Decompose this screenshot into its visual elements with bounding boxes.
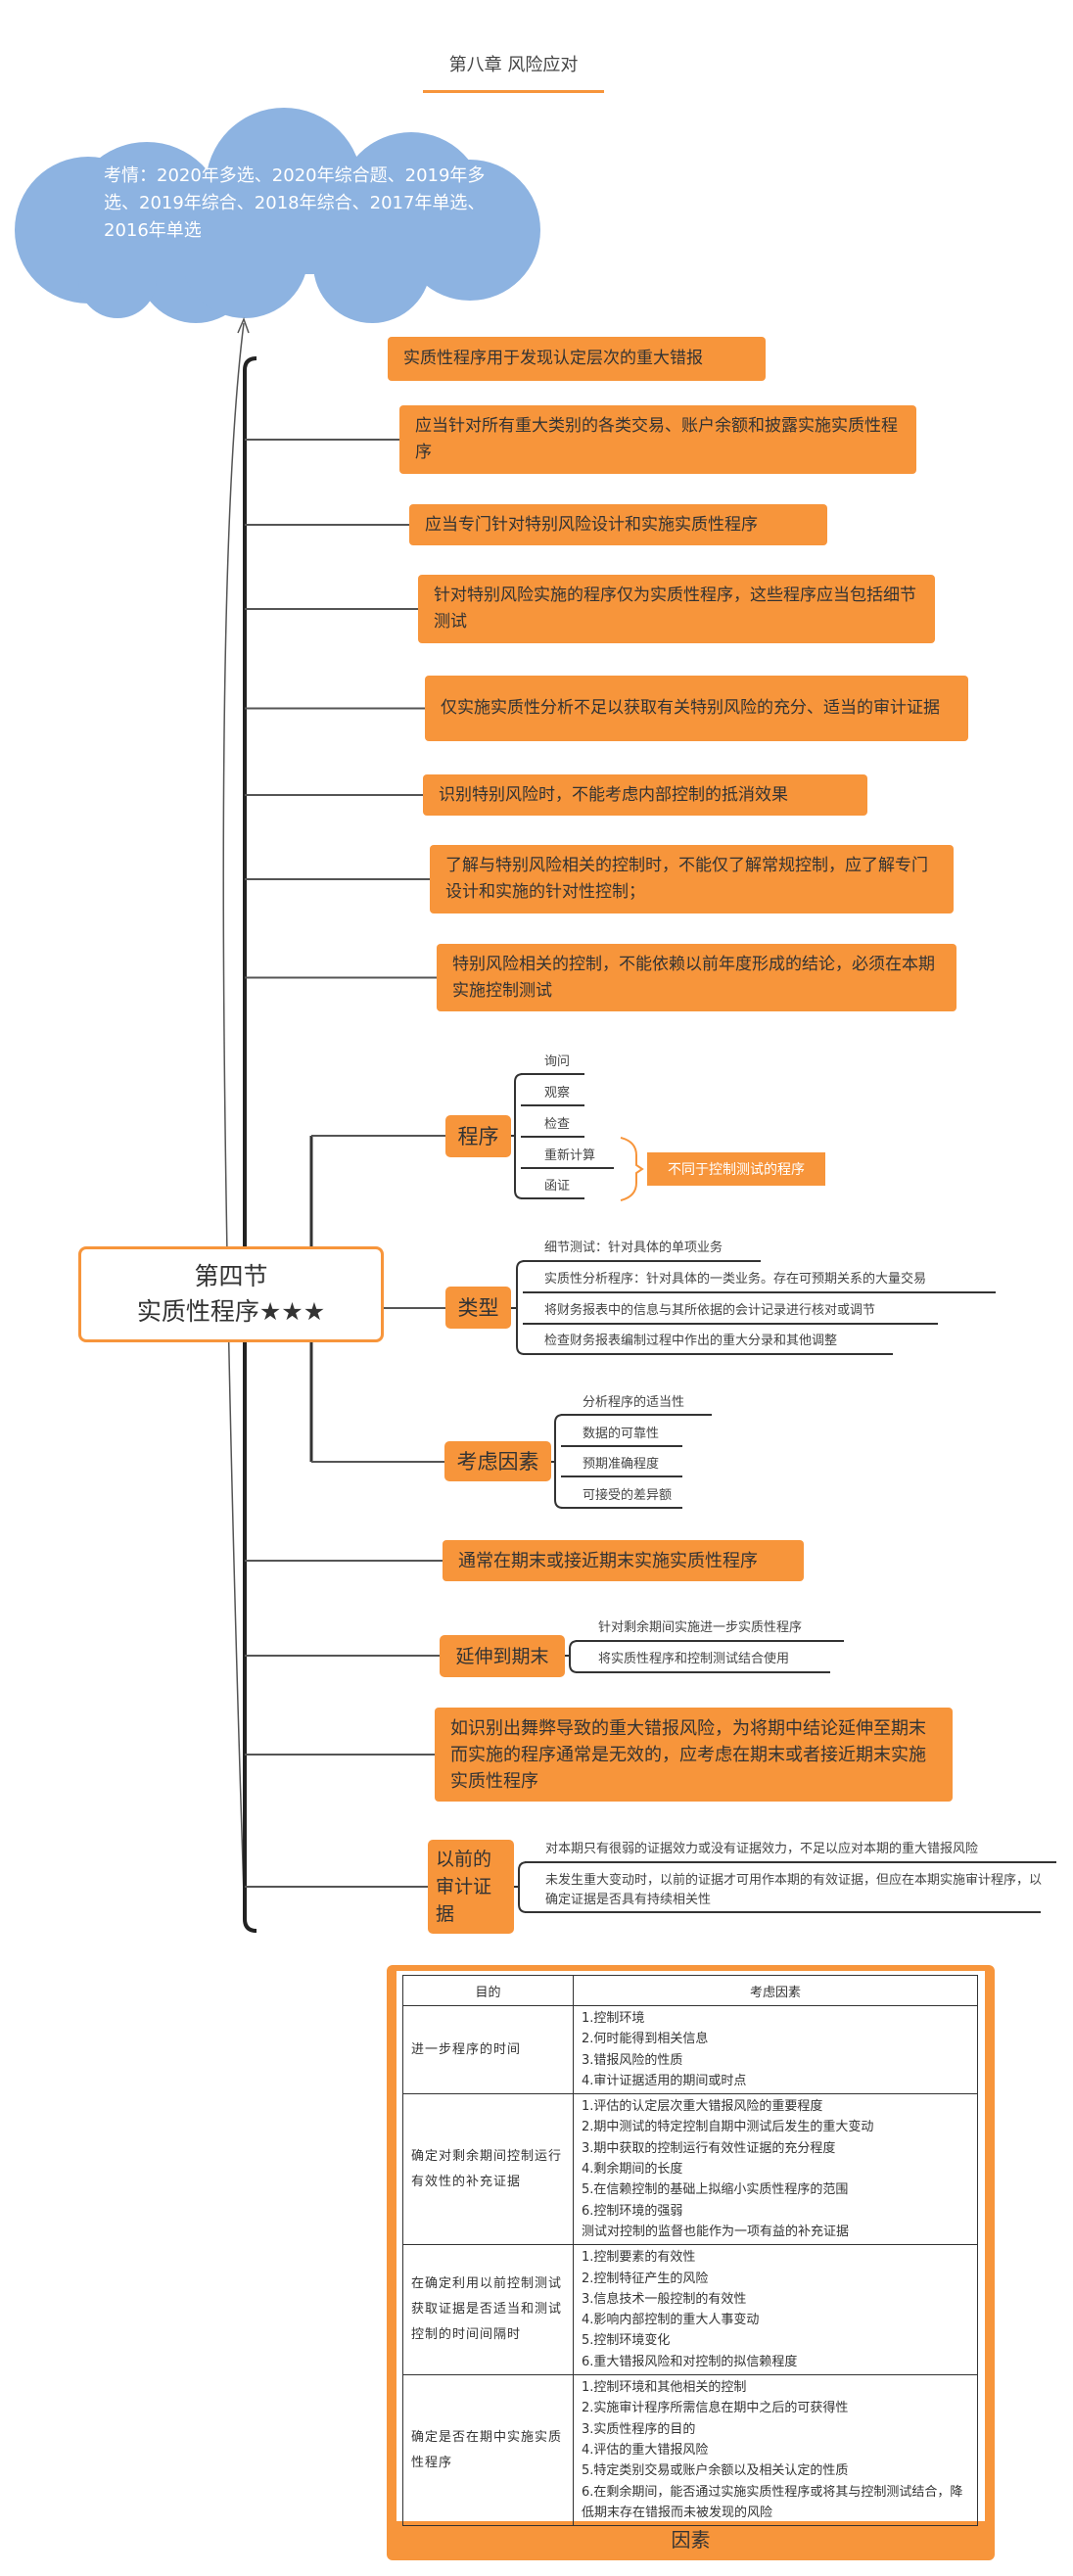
- central-topic-section: 第四节: [194, 1262, 268, 1290]
- branch-node[interactable]: 仅实施实质性分析不足以获取有关特别风险的充分、适当的审计证据: [425, 676, 968, 741]
- factors-cell: 1.控制环境 2.何时能得到相关信息 3.错报风险的性质 4.审计证据适用的期间或时点: [573, 2004, 978, 2095]
- factor-item: 2.期中测试的特定控制自期中测试后发生的重大变动: [582, 2120, 874, 2135]
- table-row: 确定对剩余期间控制运行有效性的补充证据 1.评估的认定层次重大错报风险的重要程度 2…: [402, 2093, 978, 2246]
- factor-item: 5.控制环境变化: [582, 2333, 671, 2349]
- factor-item: 4.评估的重大错报风险: [582, 2442, 709, 2458]
- branch-node[interactable]: 特别风险相关的控制，不能依赖以前年度形成的结论，必须在本期实施控制测试: [437, 944, 956, 1011]
- factors-cell: 1.控制要素的有效性 2.控制特征产生的风险 3.信息技术一般控制的有效性 4.影响内…: [573, 2244, 978, 2376]
- procedures-child[interactable]: 观察: [544, 1086, 571, 1101]
- factor-item: 1.控制环境和其他相关的控制: [582, 2380, 747, 2396]
- purpose-cell: 进一步程序的时间: [402, 2004, 574, 2095]
- factor-item: 4.影响内部控制的重大人事变动: [582, 2313, 760, 2328]
- factor-item: 3.实质性程序的目的: [582, 2421, 696, 2437]
- fraud-node[interactable]: 如识别出舞弊导致的重大错报风险，为将期中结论延伸至期末而实施的程序通常是无效的，…: [435, 1708, 953, 1802]
- branch-node[interactable]: 了解与特别风险相关的控制时，不能仅了解常规控制，应了解专门设计和实施的针对性控制…: [430, 845, 954, 913]
- branch-node[interactable]: 针对特别风险实施的程序仅为实质性程序，这些程序应当包括细节测试: [418, 575, 935, 643]
- factor-item: 6.重大错报风险和对控制的拟信赖程度: [582, 2354, 798, 2369]
- prior-child[interactable]: 未发生重大变动时，以前的证据才可用作本期的有效证据，但应在本期实施审计程序，以确…: [545, 1873, 1043, 1907]
- exam-info-cloud: 考情：2020年多选、2020年综合题、2019年多选、2019年综合、2018…: [104, 165, 486, 241]
- bracket: [551, 1414, 564, 1509]
- bracket: [511, 1260, 526, 1355]
- table-row: 进一步程序的时间 1.控制环境 2.何时能得到相关信息 3.错报风险的性质 4.审计证据…: [402, 2004, 978, 2095]
- branch-node[interactable]: 应当专门针对特别风险设计和实施实质性程序: [409, 504, 827, 545]
- purpose-cell: 确定对剩余期间控制运行有效性的补充证据: [402, 2093, 574, 2246]
- branch-node[interactable]: 实质性程序用于发现认定层次的重大错报: [388, 337, 766, 381]
- bracket: [565, 1640, 579, 1673]
- considerations-child[interactable]: 预期准确程度: [583, 1457, 660, 1472]
- branch-node[interactable]: 应当针对所有重大类别的各类交易、账户余额和披露实施实质性程序: [399, 405, 916, 474]
- procedures-child[interactable]: 函证: [544, 1179, 571, 1194]
- prior-child[interactable]: 对本期只有很弱的证据效力或没有证据效力，不足以应对本期的重大错报风险: [545, 1842, 979, 1856]
- table-caption: 因素: [671, 2528, 711, 2552]
- factor-item: 2.控制特征产生的风险: [582, 2271, 709, 2286]
- factor-item: 2.何时能得到相关信息: [582, 2032, 709, 2047]
- factor-item: 3.信息技术一般控制的有效性: [582, 2291, 747, 2307]
- considerations-node[interactable]: 考虑因素: [444, 1441, 551, 1481]
- purpose-cell: 确定是否在期中实施实质性程序: [402, 2374, 574, 2527]
- types-child[interactable]: 实质性分析程序：针对具体的一类业务。存在可预期关系的大量交易: [544, 1272, 927, 1287]
- factor-item: 3.错报风险的性质: [582, 2052, 683, 2068]
- central-topic-title: 实质性程序★★★: [136, 1297, 326, 1326]
- procedures-node[interactable]: 程序: [445, 1115, 511, 1157]
- procedures-child[interactable]: 询问: [544, 1054, 571, 1069]
- factor-item: 1.评估的认定层次重大错报风险的重要程度: [582, 2099, 823, 2115]
- considerations-child[interactable]: 可接受的差异额: [583, 1488, 673, 1503]
- chapter-title: 第八章 风险应对: [448, 55, 579, 75]
- branch-node[interactable]: 识别特别风险时，不能考虑内部控制的抵消效果: [423, 774, 867, 816]
- factor-item: 5.特定类别交易或账户余额以及相关认定的性质: [582, 2463, 849, 2479]
- factor-item: 1.控制要素的有效性: [582, 2250, 696, 2266]
- table-header-factors: 考虑因素: [573, 1975, 978, 2006]
- factor-item: 5.在信赖控制的基础上拟缩小实质性程序的范围: [582, 2182, 849, 2198]
- prior-evidence-node[interactable]: 以前的审计证据: [428, 1840, 514, 1934]
- considerations-child[interactable]: 分析程序的适当性: [583, 1395, 685, 1410]
- factor-item: 测试对控制的监督也能作为一项有益的补充证据: [582, 2224, 850, 2239]
- central-topic[interactable]: 第四节 实质性程序★★★: [78, 1246, 384, 1342]
- factor-item: 4.审计证据适用的期间或时点: [582, 2073, 747, 2088]
- factors-table: 目的 考虑因素 进一步程序的时间 1.控制环境 2.何时能得到相关信息 3.错报风险的…: [402, 1975, 978, 2527]
- timing-node[interactable]: 通常在期末或接近期末实施实质性程序: [443, 1540, 804, 1581]
- procedures-child[interactable]: 检查: [544, 1117, 571, 1132]
- bracket: [511, 1073, 524, 1199]
- cloud-shape: [15, 108, 540, 323]
- procedures-note[interactable]: 不同于控制测试的程序: [647, 1152, 825, 1186]
- factor-item: 2.实施审计程序所需信息在期中之后的可获得性: [582, 2401, 849, 2416]
- factor-item: 4.剩余期间的长度: [582, 2162, 683, 2178]
- factor-item: 6.在剩余期间，能否通过实施实质性程序或将其与控制测试结合，降低期末存在错报而未…: [582, 2484, 963, 2520]
- purpose-cell: 在确定利用以前控制测试获取证据是否适当和测试控制的时间间隔时: [402, 2244, 574, 2376]
- table-row: 确定是否在期中实施实质性程序 1.控制环境和其他相关的控制 2.实施审计程序所需信息…: [402, 2374, 978, 2527]
- procedures-child[interactable]: 重新计算: [544, 1148, 596, 1163]
- title-underline: [423, 90, 604, 93]
- types-node[interactable]: 类型: [445, 1287, 511, 1329]
- table-header-purpose: 目的: [402, 1975, 574, 2006]
- types-child[interactable]: 细节测试：针对具体的单项业务: [544, 1241, 723, 1255]
- factors-cell: 1.评估的认定层次重大错报风险的重要程度 2.期中测试的特定控制自期中测试后发生的…: [573, 2093, 978, 2246]
- considerations-child[interactable]: 数据的可靠性: [583, 1427, 660, 1441]
- factor-item: 6.控制环境的强弱: [582, 2203, 683, 2219]
- factor-item: 1.控制环境: [582, 2011, 645, 2026]
- extend-node[interactable]: 延伸到期末: [440, 1635, 565, 1677]
- bracket: [514, 1861, 528, 1913]
- factors-cell: 1.控制环境和其他相关的控制 2.实施审计程序所需信息在期中之后的可获得性 3.实质…: [573, 2374, 978, 2527]
- types-child[interactable]: 检查财务报表编制过程中作出的重大分录和其他调整: [544, 1334, 838, 1348]
- extend-child[interactable]: 针对剩余期间实施进一步实质性程序: [598, 1620, 803, 1635]
- factor-item: 3.期中获取的控制运行有效性证据的充分程度: [582, 2140, 836, 2156]
- extend-child[interactable]: 将实质性程序和控制测试结合使用: [598, 1652, 790, 1666]
- types-child[interactable]: 将财务报表中的信息与其所依据的会计记录进行核对或调节: [544, 1303, 876, 1318]
